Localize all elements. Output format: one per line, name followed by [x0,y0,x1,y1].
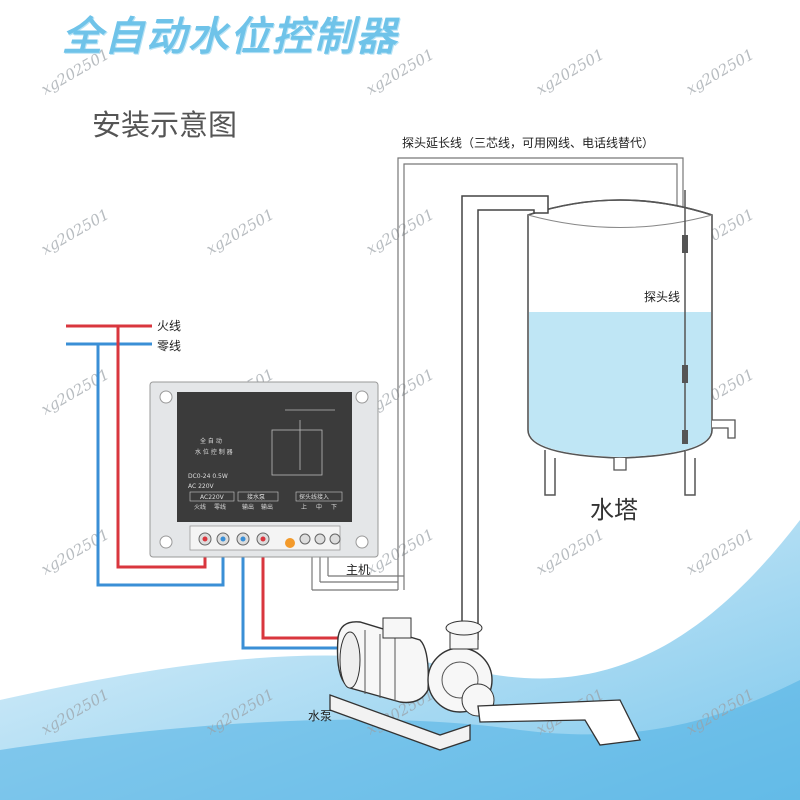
page-subtitle: 安装示意图 [92,108,238,142]
controller-spec-1: DC0-24 0.5W [188,473,228,480]
controller-spec-2: AC 220V [188,483,215,490]
controller-unit: 全 自 动 水 位 控 制 器 DC0-24 0.5W AC 220V AC22… [149,381,379,558]
power-terminal-1: 火线 [194,503,206,511]
water-pump [329,617,641,751]
watermark-text: xg202501 [683,45,757,98]
controller-name-1: 全 自 动 [200,437,222,445]
power-header: AC220V [200,494,225,501]
watermark-text: xg202501 [533,45,607,98]
probe-line-label: 探头线 [644,290,680,304]
signal-terminal-up: 上 [301,503,307,511]
pump-terminal-2: 输出 [261,503,273,511]
controller-name-2: 水 位 控 制 器 [195,448,233,456]
signal-header: 探头线接入 [299,493,329,501]
watermark-text: xg202501 [363,205,437,258]
watermark-text: xg202501 [38,525,112,578]
power-terminal-2: 零线 [214,503,226,511]
supply-pipe [461,195,549,640]
signal-terminal-mid: 中 [316,503,322,511]
neutral-wire-label: 零线 [157,339,181,353]
terminal-screws [198,532,341,548]
water-tower-label: 水塔 [590,496,638,524]
watermark-text: xg202501 [38,365,112,418]
watermark-text: xg202501 [683,525,757,578]
probe-extension-label: 探头延长线（三芯线，可用网线、电话线替代） [402,136,654,150]
watermark-text: xg202501 [38,45,112,98]
main-unit-label: 主机 [346,563,370,577]
watermark-text: xg202501 [203,205,277,258]
watermark-text: xg202501 [38,205,112,258]
water-tower [527,190,736,496]
signal-terminal-down: 下 [331,504,337,511]
page-title: 全自动水位控制器 [62,14,398,60]
water-pump-label: 水泵 [308,709,332,723]
live-wire-label: 火线 [157,319,181,333]
watermark-text: xg202501 [363,45,437,98]
pump-header: 接水泵 [247,493,265,501]
pump-terminal-1: 输出 [242,503,254,511]
watermark-text: xg202501 [533,525,607,578]
power-lines [66,324,345,650]
